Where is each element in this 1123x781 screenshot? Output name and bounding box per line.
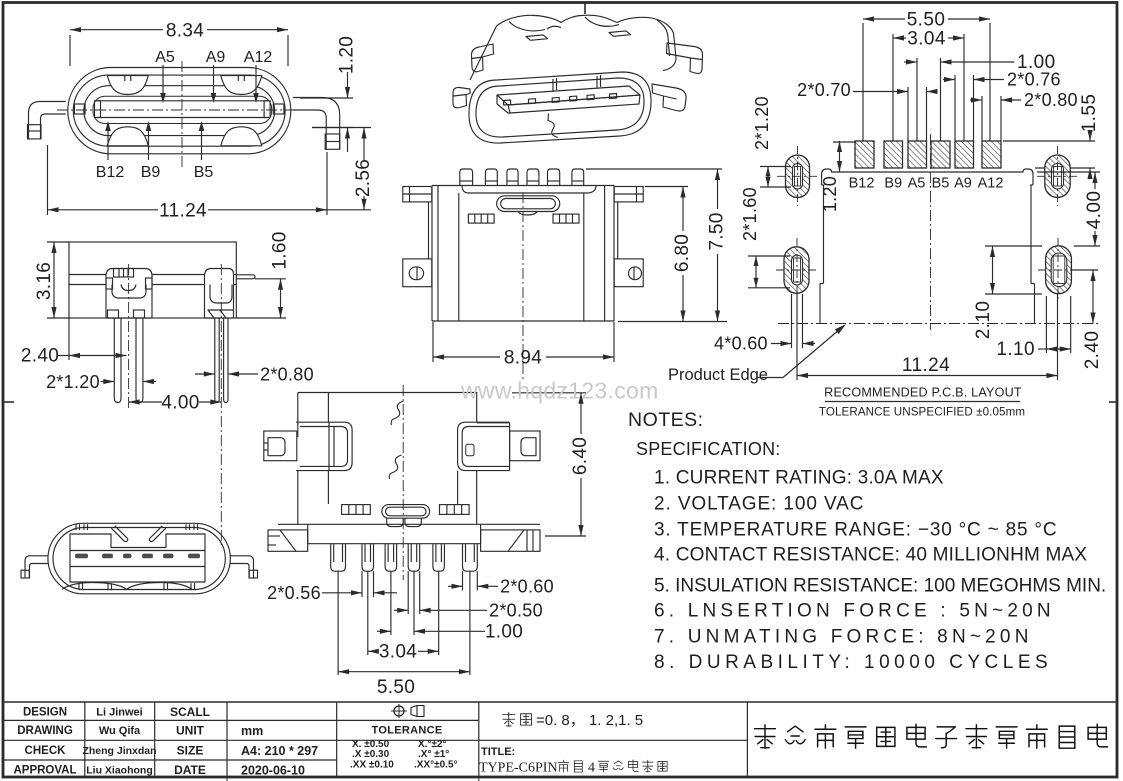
svg-text:Wu Qifa: Wu Qifa <box>99 725 141 737</box>
svg-text:8.94: 8.94 <box>504 348 542 369</box>
svg-text:3. TEMPERATURE RANGE: −30: 3. TEMPERATURE RANGE: −30 °C ~ 85 °C <box>654 520 1057 541</box>
svg-text:2. VOLTAGE: 100 VAC: 2. VOLTAGE: 100 VAC <box>654 494 864 515</box>
svg-text:.X° ±1°: .X° ±1° <box>418 749 449 760</box>
svg-text:2.40: 2.40 <box>21 346 59 367</box>
svg-text:1.10: 1.10 <box>996 339 1035 360</box>
svg-text:SPECIFICATION:: SPECIFICATION: <box>636 439 780 459</box>
svg-text:www.hqdz123.com: www.hqdz123.com <box>460 378 659 404</box>
svg-text:SIZE: SIZE <box>177 743 204 757</box>
svg-text:2.40: 2.40 <box>1082 331 1103 370</box>
svg-text:6.40: 6.40 <box>570 437 591 475</box>
svg-text:5. INSULATION RESISTANCE: 1: 5. INSULATION RESISTANCE: 100 MEGOHMS MI… <box>654 576 1106 597</box>
svg-text:1.00: 1.00 <box>1017 52 1056 73</box>
svg-text:B12: B12 <box>96 164 125 181</box>
svg-text:A5: A5 <box>155 49 175 66</box>
svg-text:1.00: 1.00 <box>485 622 523 643</box>
svg-text:TYPE-C6PIN: TYPE-C6PIN <box>479 761 558 776</box>
svg-text:A12: A12 <box>244 49 273 66</box>
svg-text:B9: B9 <box>141 164 161 181</box>
svg-text:B9: B9 <box>884 176 902 192</box>
svg-text:8. DURABILITY: 10000 CYCL: 8. DURABILITY: 10000 CYCLES <box>654 652 1052 673</box>
svg-text:APPROVAL: APPROVAL <box>13 765 76 777</box>
svg-text:4*0.60: 4*0.60 <box>714 334 768 354</box>
svg-text:B12: B12 <box>849 176 875 192</box>
svg-text:B5: B5 <box>932 176 950 192</box>
svg-text:B5: B5 <box>194 164 214 181</box>
svg-text:2*0.80: 2*0.80 <box>1024 90 1078 110</box>
svg-text:TOLERANCE UNSPECIFIED ±0.05mm: TOLERANCE UNSPECIFIED ±0.05mm <box>819 406 1025 419</box>
svg-text:4.00: 4.00 <box>1084 191 1105 230</box>
svg-text:A4: 210 * 297: A4: 210 * 297 <box>241 744 318 758</box>
svg-text:A9: A9 <box>206 49 226 66</box>
svg-text:8.34: 8.34 <box>166 21 204 42</box>
svg-text:2*0.56: 2*0.56 <box>267 583 321 603</box>
svg-text:1.20: 1.20 <box>337 36 358 74</box>
svg-text:DRAWING: DRAWING <box>17 725 73 737</box>
svg-text:DATE: DATE <box>174 763 206 777</box>
svg-text:Li Jinwei: Li Jinwei <box>96 707 142 719</box>
svg-text:2*0.60: 2*0.60 <box>500 577 554 597</box>
svg-text:2.56: 2.56 <box>353 159 374 197</box>
svg-text:6.80: 6.80 <box>672 234 693 272</box>
svg-text:2*0.50: 2*0.50 <box>489 601 543 621</box>
svg-text:1. CURRENT RATING: 3.0A MA: 1. CURRENT RATING: 3.0A MAX <box>654 468 944 489</box>
svg-text:2*0.76: 2*0.76 <box>1007 70 1061 90</box>
svg-text:.XX°±0.5°: .XX°±0.5° <box>414 760 458 771</box>
svg-text:NOTES:: NOTES: <box>628 409 704 431</box>
svg-text:1.55: 1.55 <box>1079 94 1100 133</box>
svg-text:X.°±2°: X.°±2° <box>418 739 447 750</box>
svg-text:2*1.20: 2*1.20 <box>752 96 772 150</box>
svg-text:2020-06-10: 2020-06-10 <box>241 764 305 778</box>
svg-text:A12: A12 <box>978 176 1004 192</box>
svg-text:=0. 8， 1. 2,1. 5: =0. 8， 1. 2,1. 5 <box>536 712 643 729</box>
svg-text:4.00: 4.00 <box>161 393 199 414</box>
svg-text:1.20: 1.20 <box>820 176 840 212</box>
svg-text:3.16: 3.16 <box>34 262 55 300</box>
svg-text:4. CONTACT RESISTANCE: 40: 4. CONTACT RESISTANCE: 40 MILLIONHM MAX <box>654 545 1087 566</box>
svg-text:mm: mm <box>241 724 263 738</box>
svg-text:A9: A9 <box>954 176 972 192</box>
svg-text:Product Edge: Product Edge <box>668 366 768 384</box>
svg-text:A5: A5 <box>908 176 926 192</box>
svg-text:2*0.70: 2*0.70 <box>797 80 851 100</box>
svg-text:CHECK: CHECK <box>25 745 67 757</box>
svg-text:DESIGN: DESIGN <box>23 707 67 719</box>
svg-text:5.50: 5.50 <box>377 677 415 698</box>
svg-text:2*1.60: 2*1.60 <box>740 187 760 241</box>
svg-text:.X ±0.30: .X ±0.30 <box>352 749 390 760</box>
svg-text:2.10: 2.10 <box>973 301 994 340</box>
svg-text:1.60: 1.60 <box>270 231 291 269</box>
svg-text:Liu Xiaohong: Liu Xiaohong <box>86 765 153 777</box>
svg-text:SCALL: SCALL <box>170 705 210 719</box>
svg-text:11.24: 11.24 <box>159 201 207 222</box>
svg-text:TOLERANCE: TOLERANCE <box>372 725 443 737</box>
svg-text:7.50: 7.50 <box>707 212 728 250</box>
svg-text:4: 4 <box>588 761 595 776</box>
svg-text:Zheng Jinxdan: Zheng Jinxdan <box>82 745 156 757</box>
svg-text:2*0.80: 2*0.80 <box>260 365 314 385</box>
svg-text:7. UNMATING FORCE: 8N~20N: 7. UNMATING FORCE: 8N~20N <box>654 627 1033 648</box>
svg-text:RECOMMENDED P.C.B. LAYOUT: RECOMMENDED P.C.B. LAYOUT <box>824 386 1022 400</box>
svg-text:.XX ±0.10: .XX ±0.10 <box>350 760 394 771</box>
svg-text:TITLE:: TITLE: <box>481 746 515 758</box>
svg-text:UNIT: UNIT <box>176 723 205 737</box>
svg-text:6. LNSERTION FORCE : 5N~20: 6. LNSERTION FORCE : 5N~20N <box>654 601 1055 622</box>
svg-text:X. ±0.50: X. ±0.50 <box>352 739 390 750</box>
svg-text:5.50: 5.50 <box>907 10 946 31</box>
svg-text:3.04: 3.04 <box>379 642 417 663</box>
svg-text:3.04: 3.04 <box>907 29 946 50</box>
svg-text:2*1.20: 2*1.20 <box>46 372 100 392</box>
svg-text:11.24: 11.24 <box>902 355 950 376</box>
